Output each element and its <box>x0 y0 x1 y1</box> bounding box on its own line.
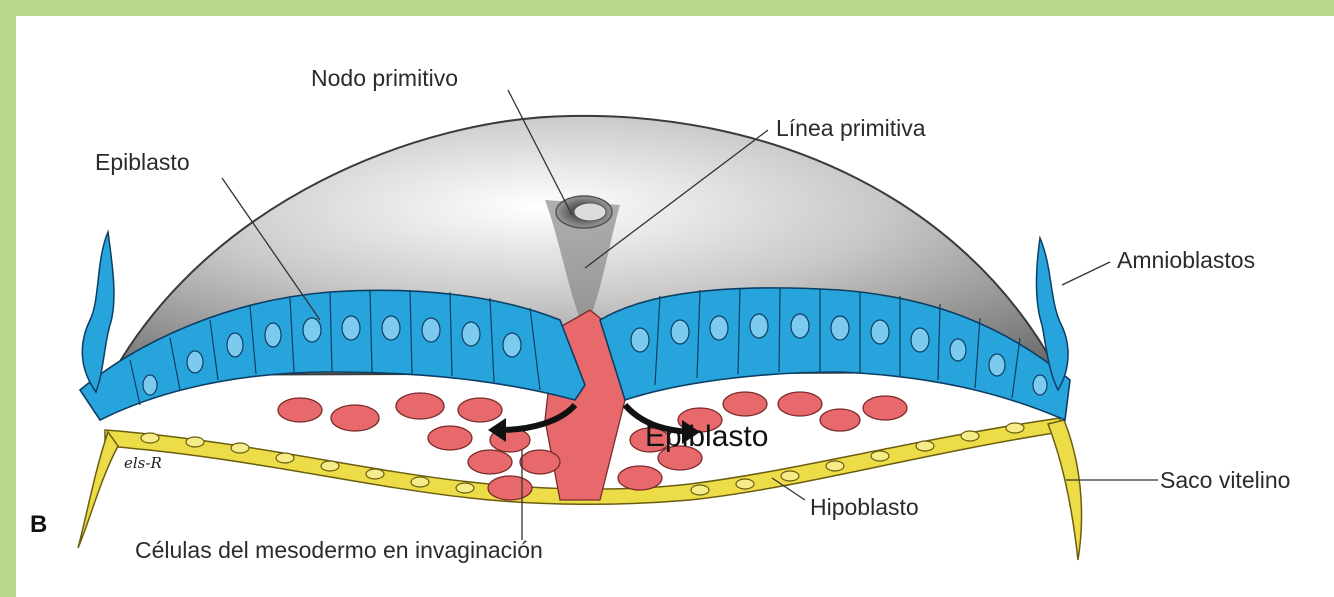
embryo-diagram: Nodo primitivo Línea primitiva Epiblasto… <box>16 16 1334 597</box>
label-saco-vitelino: Saco vitelino <box>1160 467 1290 493</box>
leader-amnioblastos <box>1062 262 1110 285</box>
yolk-sac-left <box>78 432 118 548</box>
label-linea-primitiva: Línea primitiva <box>776 115 926 141</box>
label-epiblasto: Epiblasto <box>95 149 190 175</box>
label-celulas-mesodermo: Células del mesodermo en invaginación <box>135 537 543 563</box>
label-hipoblasto: Hipoblasto <box>810 494 919 520</box>
label-epiblasto-overlay: Epiblasto <box>645 420 768 453</box>
label-amnioblastos: Amnioblastos <box>1117 247 1255 273</box>
label-nodo-primitivo: Nodo primitivo <box>311 65 458 91</box>
artist-signature: els-R <box>124 454 162 472</box>
yolk-sac-right <box>1048 420 1082 560</box>
figure-panel: Nodo primitivo Línea primitiva Epiblasto… <box>16 16 1334 597</box>
panel-letter: B <box>30 511 47 538</box>
